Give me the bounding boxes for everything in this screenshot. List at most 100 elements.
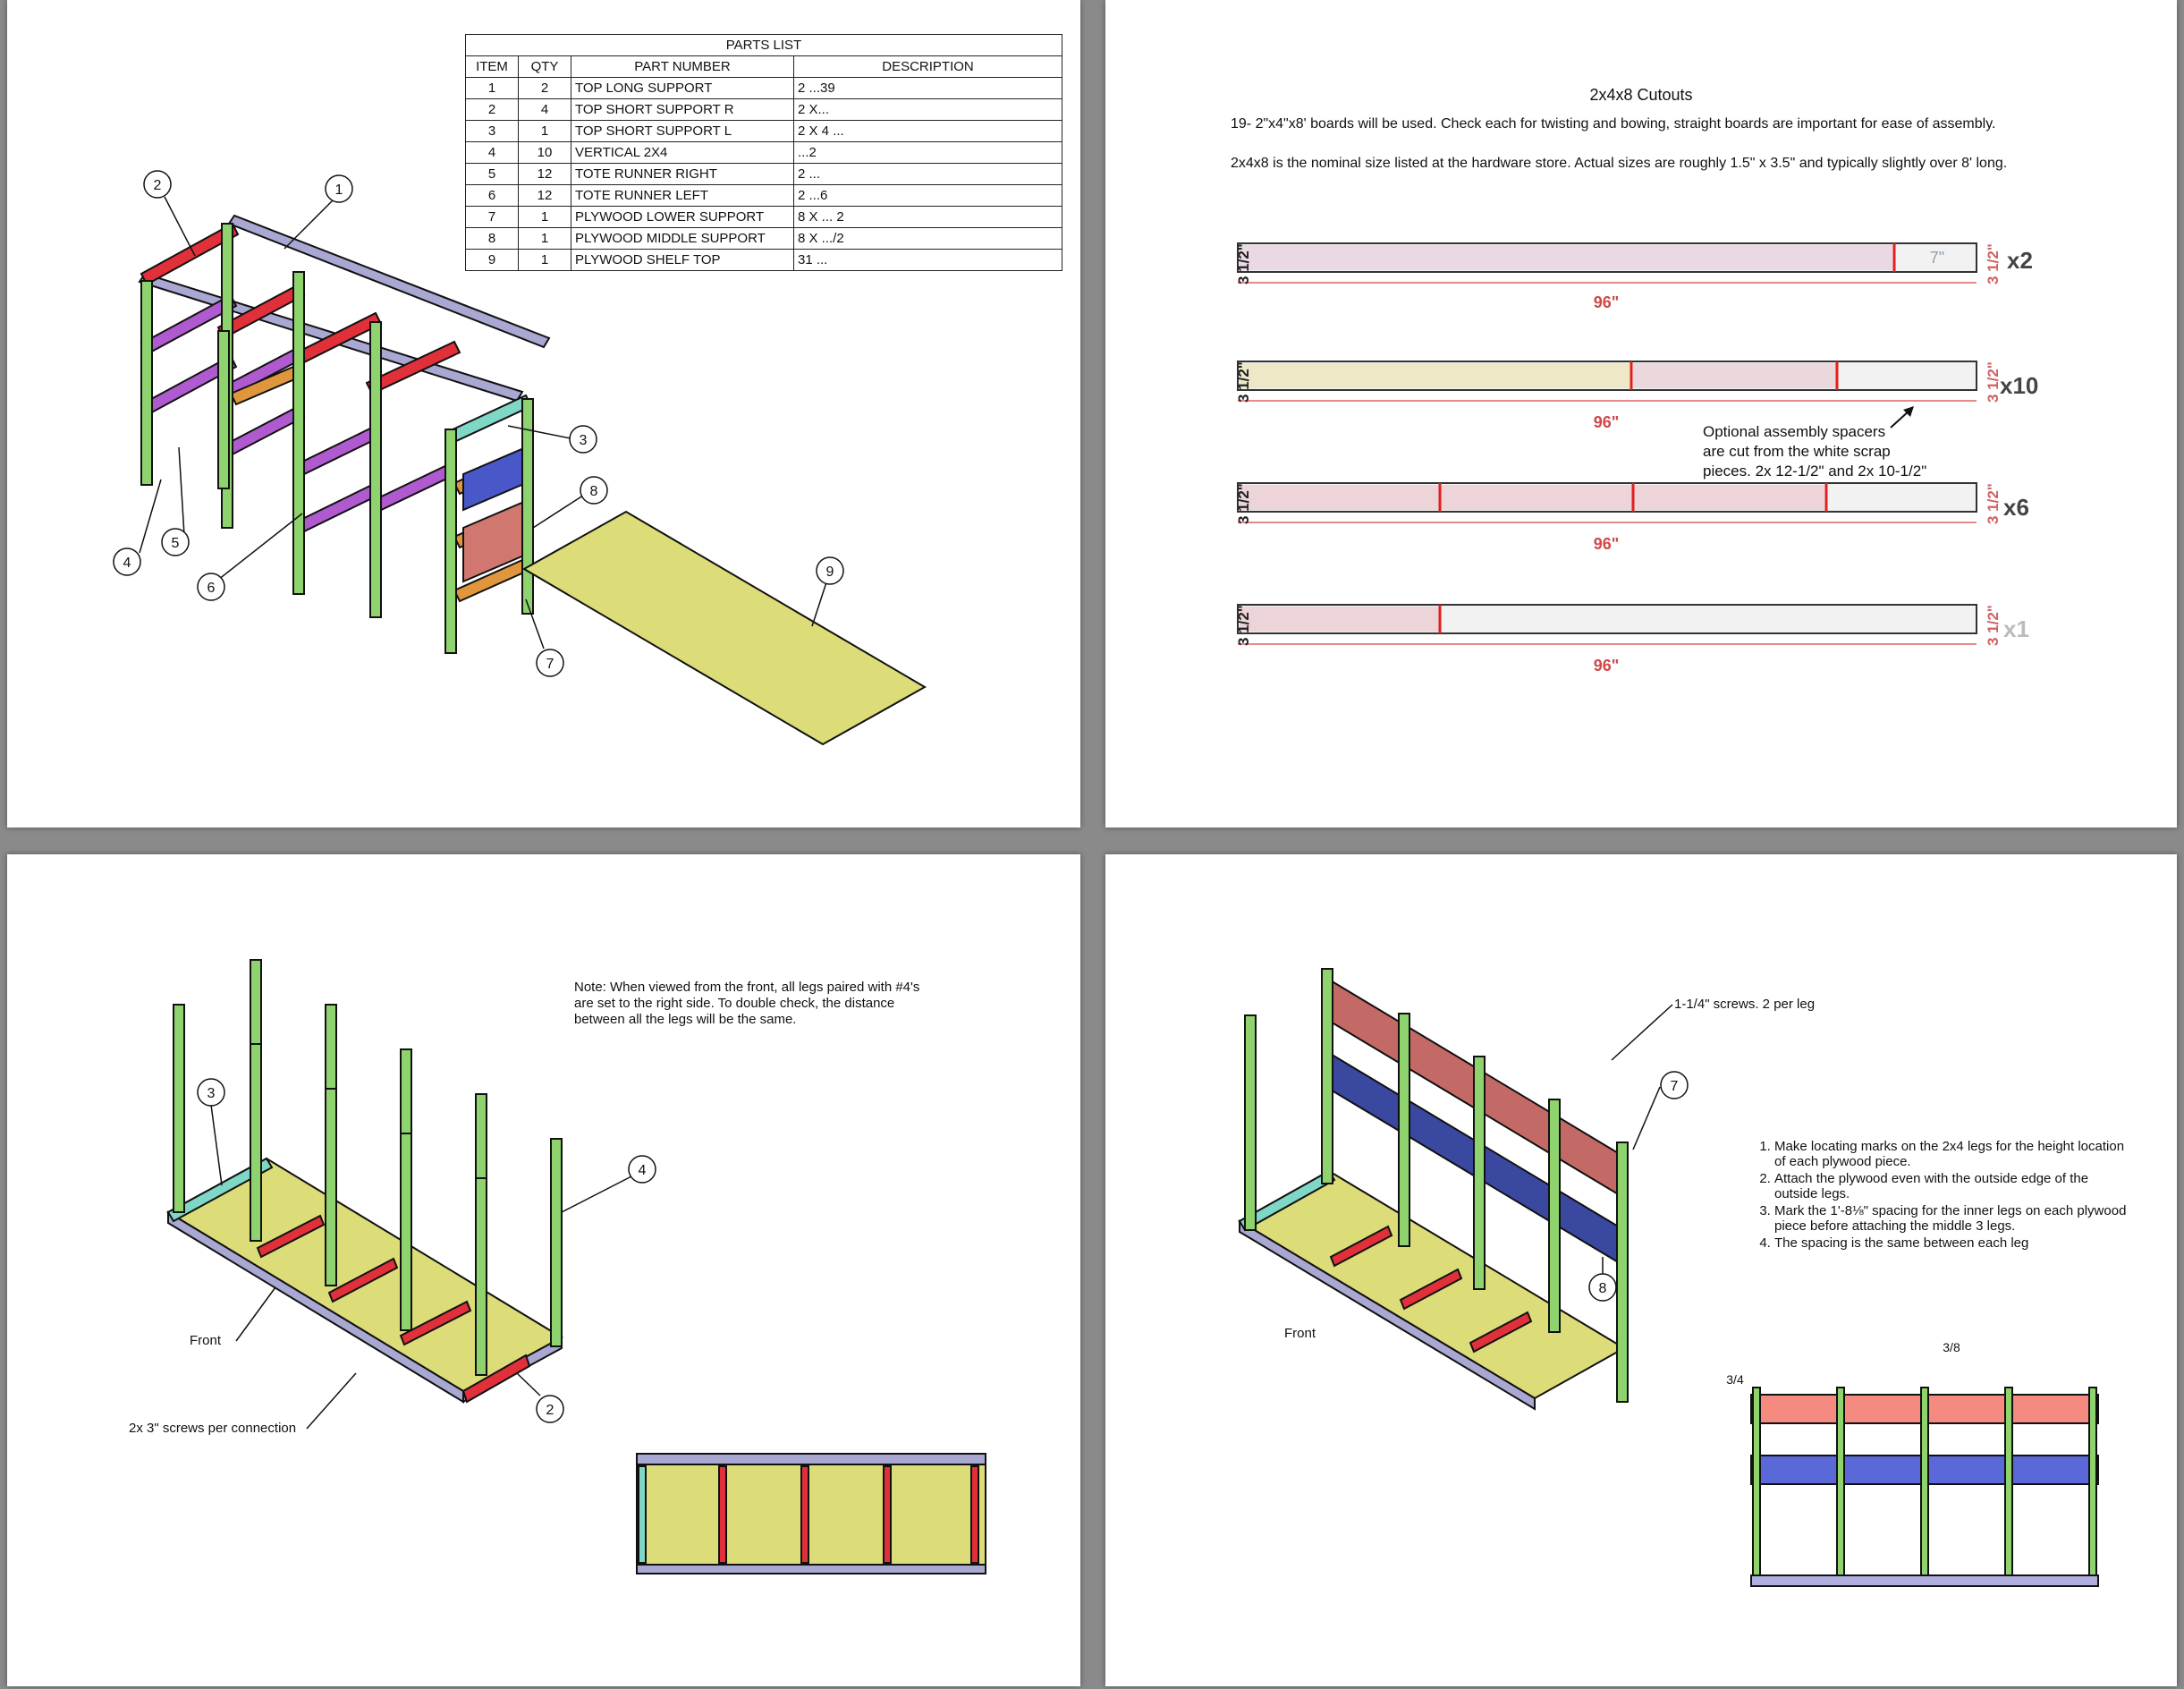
legs-note: Note: When viewed from the front, all le… [574, 980, 920, 1027]
end-label-right-1: 3 1/2" [1985, 243, 2002, 284]
frame-short-left [166, 1157, 274, 1223]
pw-leg [1398, 1013, 1410, 1247]
callout-7-label: 7 [546, 657, 554, 672]
pw-leg [1616, 1142, 1629, 1403]
spacer-note-line-2: are cut from the white scrap [1703, 443, 1891, 460]
frame-callout-3-label: 3 [207, 1086, 216, 1101]
callout-6-label: 6 [207, 581, 216, 596]
frame-callout-3 [197, 1078, 225, 1107]
callout-5-label: 5 [172, 536, 180, 551]
parts-list-title: PARTS LIST [465, 34, 1062, 56]
frame-callout-2-label: 2 [546, 1403, 554, 1418]
end-label-2: 3 1/2" [1235, 361, 1252, 403]
callout-2-label: 2 [154, 178, 162, 193]
pw-leg [1473, 1056, 1486, 1290]
callout-1-label: 1 [335, 182, 343, 198]
header-part-number: PART NUMBER [571, 55, 794, 78]
end-label-right-4: 3 1/2" [1985, 605, 2002, 646]
step-1: Make locating marks on the 2x4 legs for … [1774, 1139, 2132, 1169]
board-1-multiplier: x2 [2007, 247, 2033, 274]
pw-callout-7 [1660, 1071, 1689, 1099]
frame-leg [400, 1133, 412, 1331]
page-frame-assembly: Note: When viewed from the front, all le… [7, 854, 1080, 1686]
frame-leg [250, 1043, 262, 1242]
pw-leg [1244, 1014, 1257, 1231]
tote-runner [293, 481, 383, 535]
board-2-multiplier: x10 [2000, 372, 2038, 399]
page-parts-list: PARTS LIST ITEM QTY PART NUMBER DESCRIPT… [7, 0, 1080, 828]
spacer-arrow-head [1903, 406, 1914, 417]
end-label-3: 3 1/2" [1235, 483, 1252, 524]
pw-leg [1321, 968, 1333, 1184]
plywood-shelf-top [521, 510, 927, 746]
pw-frame-short [1238, 1169, 1336, 1232]
frame-front-label: Front [190, 1333, 222, 1348]
pw-elevation-view [1750, 1387, 2099, 1587]
frame-cross-member [399, 1300, 472, 1346]
pw-screws-label: 1-1/4" screws. 2 per leg [1674, 997, 1815, 1012]
callout-4 [113, 547, 141, 576]
vertical-leg [369, 321, 382, 618]
plywood-drawing: 7 8 1-1/4" screws. 2 per leg Front 3/8 3… [1238, 968, 2099, 1587]
page-cutouts: 2x4x8 Cutouts 19- 2"x4"x8' boards will b… [1105, 0, 2177, 828]
step-2: Attach the plywood even with the outside… [1774, 1171, 2132, 1201]
board-4-length: 96" [1594, 657, 1620, 675]
vertical-leg [521, 398, 534, 615]
pw-callout-8 [1588, 1273, 1617, 1302]
board-2-length: 96" [1594, 413, 1620, 431]
parts-list-table: PARTS LIST ITEM QTY PART NUMBER DESCRIPT… [465, 34, 1062, 271]
vertical-leg [444, 429, 457, 654]
pw-front-label: Front [1284, 1326, 1316, 1341]
board-x6: 96" x6 [1237, 482, 2029, 553]
frame-leg [475, 1177, 487, 1376]
frame-cross-member [327, 1257, 399, 1303]
board-4-multiplier: x1 [2003, 615, 2029, 642]
pw-dim-left: 3/4 [1726, 1372, 1744, 1387]
board-1-scrap-label: 7" [1930, 249, 1944, 267]
page-plywood-assembly: Make locating marks on the 2x4 legs for … [1105, 854, 2177, 1686]
board-x10: 96" x10 [1237, 361, 2038, 431]
callout-9 [816, 556, 844, 585]
pw-cross [1469, 1311, 1533, 1354]
cutouts-title: 2x4x8 Cutouts [1589, 86, 1693, 104]
pw-callout-7-label: 7 [1671, 1079, 1679, 1094]
spacer-note-line-3: pieces. 2x 12-1/2" and 2x 10-1/2" [1703, 463, 1926, 480]
end-label-4: 3 1/2" [1235, 605, 1252, 646]
plywood-middle-support [462, 446, 527, 512]
frame-callout-2 [536, 1395, 564, 1423]
callout-9-label: 9 [826, 564, 834, 580]
top-short-support-3 [292, 311, 383, 367]
vertical-leg [140, 280, 153, 486]
frame-callout-4 [628, 1155, 656, 1184]
callout-8 [580, 476, 608, 505]
frame-top-view [636, 1453, 986, 1574]
frame-cross-member [461, 1354, 531, 1404]
frame-drawing: 3 4 2 Front 2x 3" screws per connection [129, 959, 986, 1574]
board-3-length: 96" [1594, 535, 1620, 553]
cutouts-line-2: 2x4x8 is the nominal size listed at the … [1231, 156, 2008, 171]
callout-5 [161, 528, 190, 556]
pw-cross [1329, 1225, 1393, 1268]
callout-3-label: 3 [580, 433, 588, 448]
callout-4-label: 4 [123, 556, 131, 571]
board-1-length: 96" [1594, 293, 1620, 311]
top-long-support-back [227, 214, 551, 349]
cutouts-line-1: 19- 2"x4"x8' boards will be used. Check … [1231, 116, 1996, 132]
callout-7 [536, 649, 564, 677]
pw-dim-top: 3/8 [1943, 1340, 1960, 1354]
step-4: The spacing is the same between each leg [1774, 1235, 2132, 1251]
spacer-note-line-1: Optional assembly spacers [1703, 423, 1885, 440]
frame-callout-4-label: 4 [639, 1163, 647, 1178]
pw-callout-8-label: 8 [1599, 1281, 1607, 1296]
cutout-boards: 7" 96" x2 96" x10 96" x6 [1235, 242, 2038, 675]
pw-leg [1548, 1099, 1561, 1333]
callout-1 [325, 174, 353, 203]
